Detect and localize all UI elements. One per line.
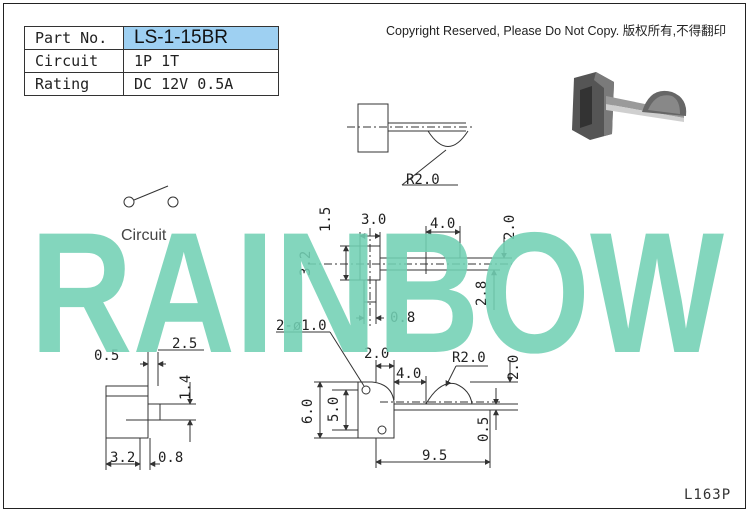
drawing-frame <box>3 3 746 509</box>
dim-6-0: 6.0 <box>300 399 316 424</box>
dim-3-2-vertical: 3.2 <box>298 251 314 276</box>
spec-key: Circuit <box>24 49 124 73</box>
dim-3-2-horizontal: 3.2 <box>110 450 135 466</box>
dim-r20-top: R2.0 <box>406 172 440 188</box>
copyright-notice: Copyright Reserved, Please Do Not Copy. … <box>386 24 727 38</box>
circuit-contact-left <box>123 196 135 208</box>
dim-0-5-vertical: 0.5 <box>476 417 492 442</box>
product-3d-view <box>572 72 687 140</box>
spec-row-rating: Rating DC 12V 0.5A <box>24 72 279 96</box>
dim-4-0-top: 4.0 <box>430 216 455 232</box>
dim-1-5: 1.5 <box>318 207 334 232</box>
dim-9-5: 9.5 <box>422 448 447 464</box>
top-view-housing <box>357 103 389 153</box>
circuit-contact-right <box>167 196 179 208</box>
dim-2-0-low: 2.0 <box>364 346 389 362</box>
dim-5-0: 5.0 <box>326 397 342 422</box>
dim-0-8-middle: 0.8 <box>390 310 415 326</box>
mounting-hole-top <box>361 385 371 395</box>
dim-2-0-low-right: 2.0 <box>506 355 522 380</box>
spec-key: Rating <box>24 72 124 96</box>
circuit-switch-arm <box>133 185 169 201</box>
dim-hole: 2-ø1.0 <box>276 318 327 334</box>
dim-r20-low: R2.0 <box>452 350 486 366</box>
dimension-labels: R2.0 3.0 1.5 4.0 2.0 3.2 2.8 0.8 0.5 2.5… <box>94 172 522 466</box>
spec-row-part-no: Part No. LS-1-15BR <box>24 26 279 50</box>
dim-2-0-right: 2.0 <box>502 215 518 240</box>
dim-2-8: 2.8 <box>474 281 490 306</box>
dim-1-4: 1.4 <box>178 375 194 400</box>
mounting-hole-bottom <box>377 425 387 435</box>
drawing-code: L163P <box>684 487 732 503</box>
dim-3-0: 3.0 <box>361 212 386 228</box>
dim-0-5: 0.5 <box>94 348 119 364</box>
rainbow-watermark: RAINBOW <box>30 197 725 389</box>
side-view-housing <box>105 385 149 439</box>
spec-value: DC 12V 0.5A <box>123 72 279 96</box>
dim-0-8-low: 0.8 <box>158 450 183 466</box>
dim-4-0-low: 4.0 <box>396 366 421 382</box>
dim-2-5: 2.5 <box>172 336 197 352</box>
spec-table: Part No. LS-1-15BR Circuit 1P 1T Rating … <box>24 26 279 96</box>
front-view-dome <box>425 382 473 405</box>
circuit-label: Circuit <box>121 227 167 244</box>
top-view-dome <box>427 130 469 147</box>
part-number-value: LS-1-15BR <box>123 26 279 50</box>
drawing-lines <box>105 103 518 470</box>
front-view-housing <box>357 381 395 439</box>
